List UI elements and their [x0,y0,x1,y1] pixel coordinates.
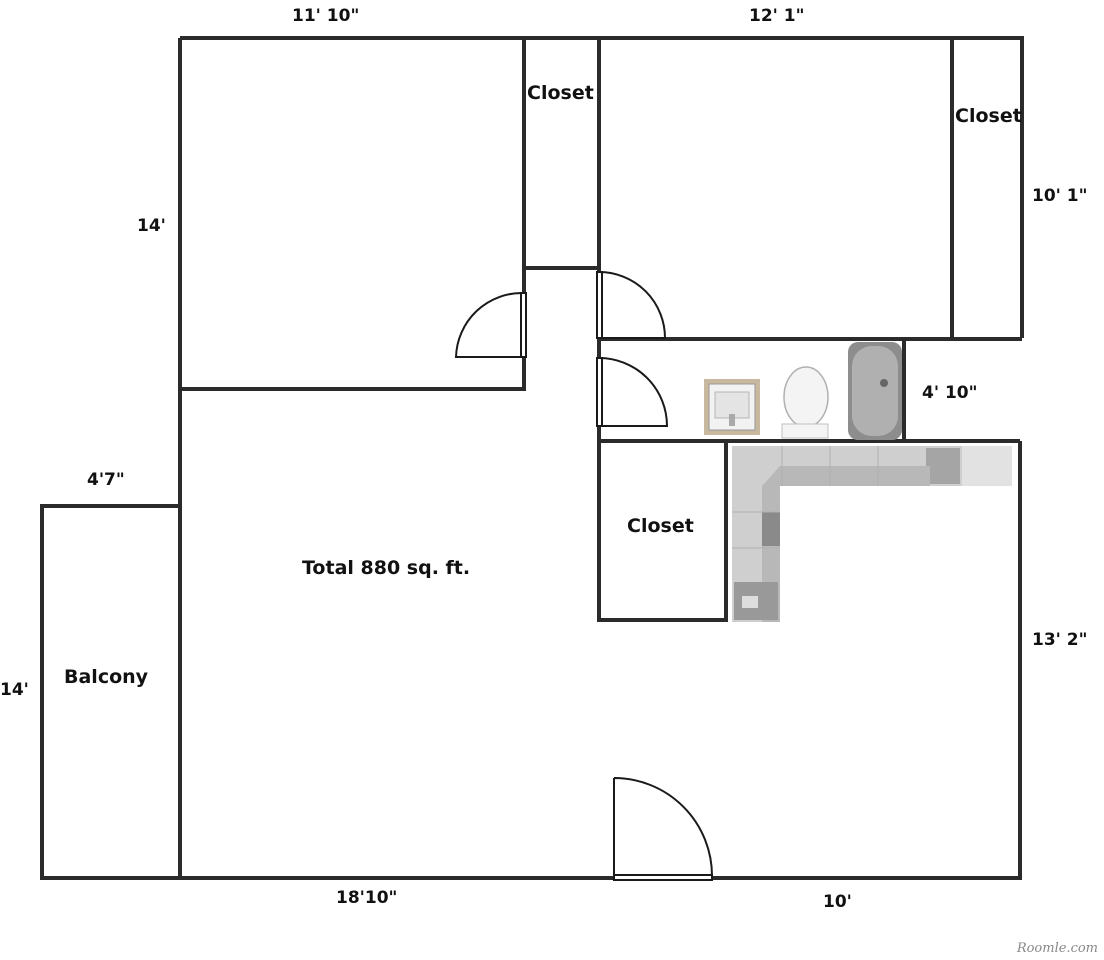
dim-balcony-depth: 14' [0,680,29,700]
dim-bedroom1-depth: 14' [137,216,166,236]
toilet-fixture [781,366,829,439]
dim-kitchen-depth: 13' 2" [1032,630,1088,650]
balcony-outline [40,504,182,880]
outer-wall [180,36,1024,338]
watermark: Roomle.com [1016,941,1098,956]
dim-balcony-width: 4'7" [87,470,125,490]
bathtub-fixture [848,342,902,440]
dim-bedroom1-width: 11' 10" [292,6,360,26]
entry-door[interactable] [613,777,713,881]
bedroom2-door[interactable] [596,271,667,339]
bathroom-door[interactable] [596,357,669,427]
room-label-closet-top-left: Closet [527,82,594,104]
dim-bedroom2-depth: 10' 1" [1032,186,1088,206]
bedroom1-door[interactable] [454,291,527,358]
kitchen-counter [732,446,1012,622]
room-label-closet-middle: Closet [627,515,694,537]
total-area-label: Total 880 sq. ft. [302,557,471,579]
room-label-closet-top-right: Closet [955,105,1022,127]
room-label-balcony: Balcony [64,666,149,688]
dim-bedroom2-width: 12' 1" [749,6,805,26]
dim-living-width: 18'10" [336,888,398,908]
sink-fixture [704,379,760,435]
dim-kitchen-width: 10' [823,892,852,912]
dim-bathroom-depth: 4' 10" [922,383,978,403]
